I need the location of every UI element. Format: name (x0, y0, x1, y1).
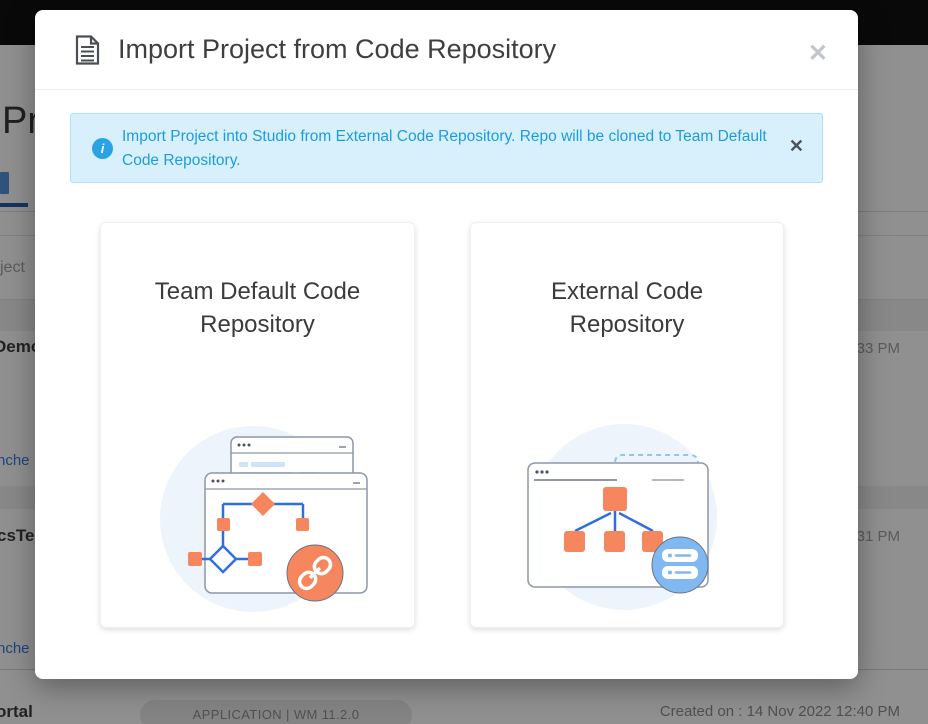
backdrop-project-link-fragment: nche (0, 640, 30, 657)
modal-title: Import Project from Code Repository (118, 34, 557, 64)
team-default-repo-card[interactable]: Team Default Code Repository (100, 222, 415, 628)
backdrop-project-name-fragment: ortal (0, 702, 33, 721)
server-icon (662, 549, 698, 579)
backdrop-active-tab-underline (0, 203, 28, 207)
backdrop-tab-label-fragment (0, 172, 9, 194)
card-title: Team Default Code Repository (154, 278, 361, 338)
backdrop-application-badge: APPLICATION | WM 11.2.0 (140, 700, 412, 724)
info-icon: i (92, 138, 113, 159)
team-default-repo-illustration (159, 426, 368, 612)
modal-header: Import Project from Code Repository ✕ (35, 10, 858, 90)
card-title: External Code Repository (550, 278, 704, 338)
external-repo-card[interactable]: External Code Repository (470, 222, 784, 628)
import-project-modal: Import Project from Code Repository ✕ i … (35, 10, 858, 679)
backdrop-project-name-fragment: Demo (0, 337, 42, 356)
backdrop-project-time-fragment: 33 PM (856, 340, 900, 357)
info-alert: i Import Project into Studio from Extern… (70, 113, 823, 183)
info-alert-text: Import Project into Studio from External… (122, 128, 767, 169)
document-icon (75, 34, 100, 65)
backdrop-project-name-fragment: csTe (0, 526, 35, 545)
alert-close-icon[interactable]: ✕ (788, 136, 804, 156)
backdrop-project-time-fragment: 31 PM (856, 528, 900, 545)
external-repo-illustration (527, 424, 717, 610)
modal-close-icon[interactable]: ✕ (807, 40, 828, 67)
backdrop-project-link-fragment: nche (0, 452, 30, 469)
link-icon (297, 555, 332, 591)
backdrop-created-on-text: Created on : 14 Nov 2022 12:40 PM (659, 703, 900, 720)
backdrop-search-placeholder-fragment: ject (0, 259, 25, 276)
